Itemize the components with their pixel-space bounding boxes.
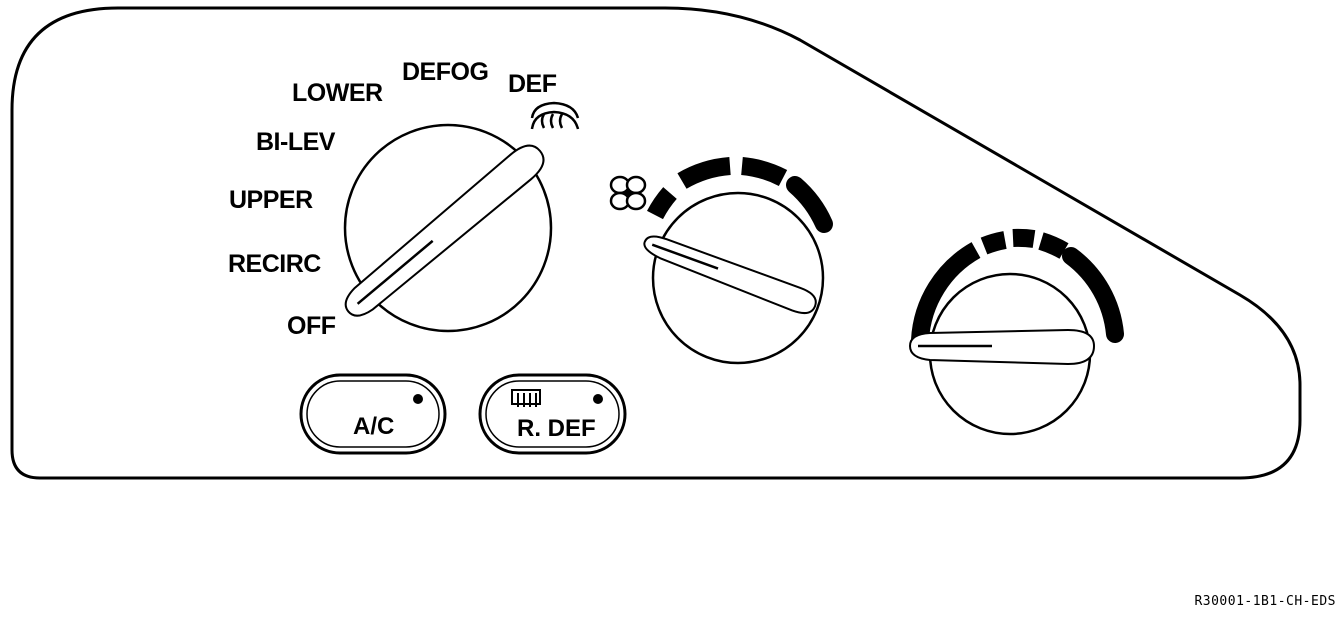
temperature-knob-pointer <box>908 328 1096 366</box>
windshield-defrost-icon <box>530 101 580 130</box>
temperature-knob[interactable] <box>908 272 1096 436</box>
mode-label-bi-lev: BI-LEV <box>256 128 336 156</box>
mode-label-off: OFF <box>287 312 336 340</box>
ac-indicator-led <box>413 394 423 404</box>
ac-button-inner <box>306 380 440 448</box>
mode-label-recirc: RECIRC <box>228 250 321 278</box>
mode-label-def: DEF <box>508 70 557 98</box>
mode-label-upper: UPPER <box>229 186 313 214</box>
mode-selector-knob[interactable] <box>338 123 553 333</box>
rear-defrost-button-inner <box>485 380 620 448</box>
fan-speed-arc <box>647 157 833 233</box>
rear-defrost-button-label: R. DEF <box>517 415 596 442</box>
mode-label-lower: LOWER <box>292 79 383 107</box>
fan-knob-indicator-line <box>651 243 719 270</box>
fan-icon <box>609 175 647 211</box>
temperature-scale-arc <box>911 228 1124 343</box>
ac-button-label: A/C <box>353 413 394 440</box>
figure-reference-code: R30001-1B1-CH-EDS <box>1194 594 1336 609</box>
fan-speed-knob[interactable] <box>640 191 825 365</box>
mode-knob-indicator-line <box>356 239 434 305</box>
ac-button[interactable]: A/C <box>299 373 447 455</box>
rear-defrost-indicator-led <box>593 394 603 404</box>
mode-label-defog: DEFOG <box>402 58 488 86</box>
rear-defrost-button[interactable]: R. DEF <box>478 373 627 455</box>
rear-defrost-icon <box>511 389 541 407</box>
fan-knob-pointer <box>643 235 817 315</box>
